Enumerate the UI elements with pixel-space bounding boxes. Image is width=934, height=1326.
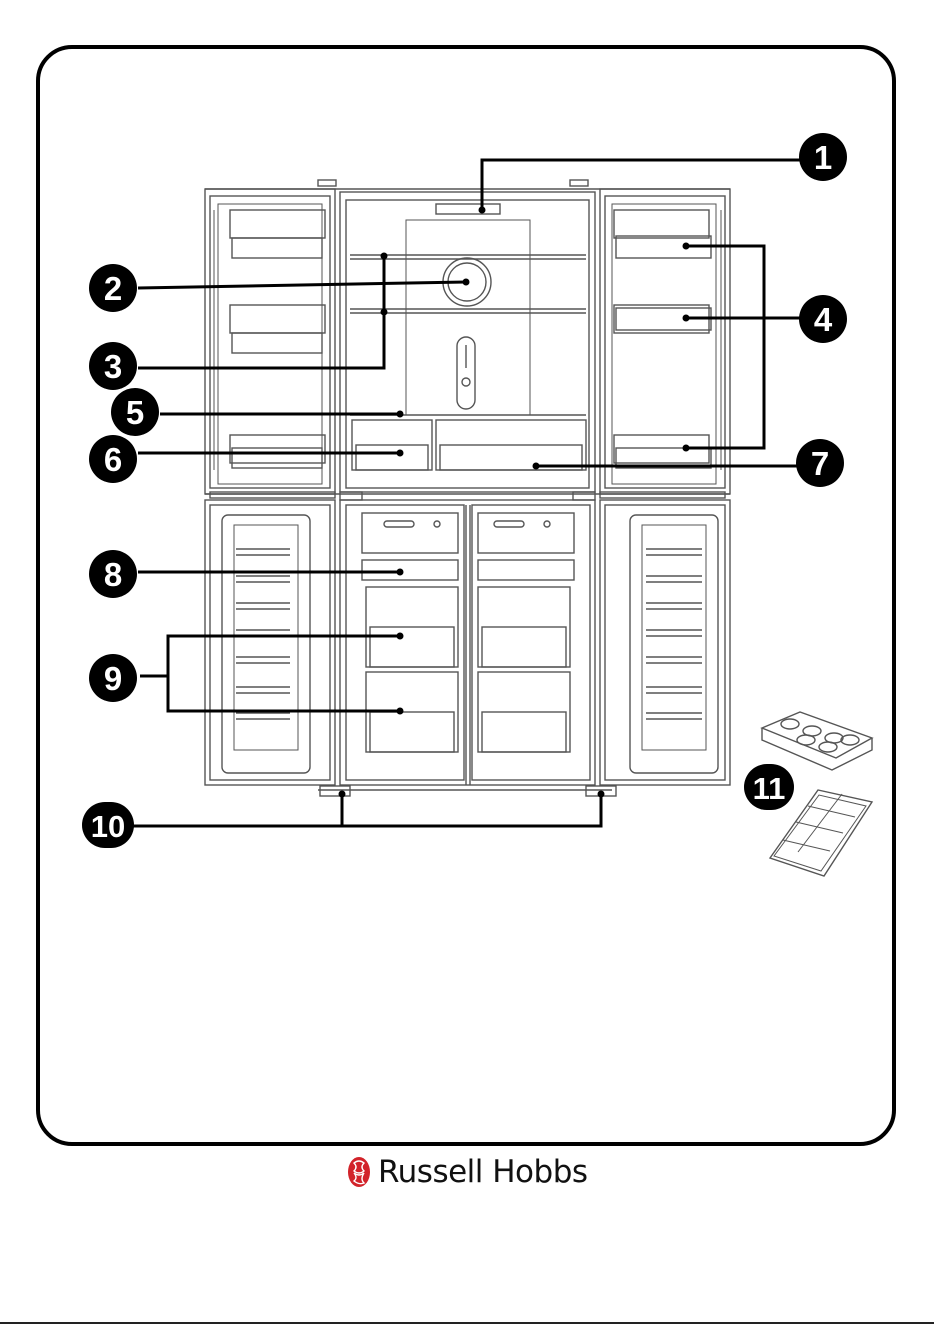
leader-lines bbox=[130, 160, 800, 826]
fridge-drawing bbox=[205, 180, 730, 796]
svg-text:3: 3 bbox=[104, 348, 122, 385]
svg-text:9: 9 bbox=[104, 660, 122, 697]
egg-tray-drawing bbox=[762, 712, 872, 770]
callout-3: 3 bbox=[89, 342, 137, 390]
freezer-compartments bbox=[340, 500, 595, 785]
svg-text:4: 4 bbox=[814, 301, 833, 338]
callout-4: 4 bbox=[799, 295, 847, 343]
callout-7: 7 bbox=[796, 439, 844, 487]
callout-6: 6 bbox=[89, 435, 137, 483]
page-bottom-rule bbox=[0, 1322, 934, 1324]
brand-logo: Russell Hobbs bbox=[346, 1152, 588, 1192]
leader-dots bbox=[339, 207, 690, 798]
svg-text:10: 10 bbox=[91, 809, 125, 844]
leader-9 bbox=[168, 636, 400, 711]
svg-text:6: 6 bbox=[104, 441, 122, 478]
svg-text:11: 11 bbox=[753, 771, 786, 806]
leader-3 bbox=[138, 256, 384, 368]
right-lower-door bbox=[600, 500, 730, 785]
russell-hobbs-crest-icon bbox=[346, 1155, 372, 1189]
callout-1: 1 bbox=[799, 133, 847, 181]
svg-text:2: 2 bbox=[104, 270, 122, 307]
callout-9: 9 bbox=[89, 654, 137, 702]
leader-2 bbox=[138, 282, 466, 288]
callout-2: 2 bbox=[89, 264, 137, 312]
callout-8: 8 bbox=[89, 550, 137, 598]
svg-text:1: 1 bbox=[814, 139, 832, 176]
left-lower-door bbox=[205, 500, 335, 785]
callout-10: 10 bbox=[82, 802, 134, 848]
svg-text:8: 8 bbox=[104, 556, 122, 593]
left-upper-door bbox=[205, 189, 335, 494]
fridge-compartment bbox=[340, 192, 595, 492]
svg-text:5: 5 bbox=[126, 394, 144, 431]
svg-text:7: 7 bbox=[811, 445, 829, 482]
leader-10 bbox=[130, 794, 601, 826]
leader-1 bbox=[482, 160, 800, 210]
callout-5: 5 bbox=[111, 388, 159, 436]
brand-name: Russell Hobbs bbox=[378, 1154, 588, 1190]
callout-11: 11 bbox=[744, 764, 794, 810]
